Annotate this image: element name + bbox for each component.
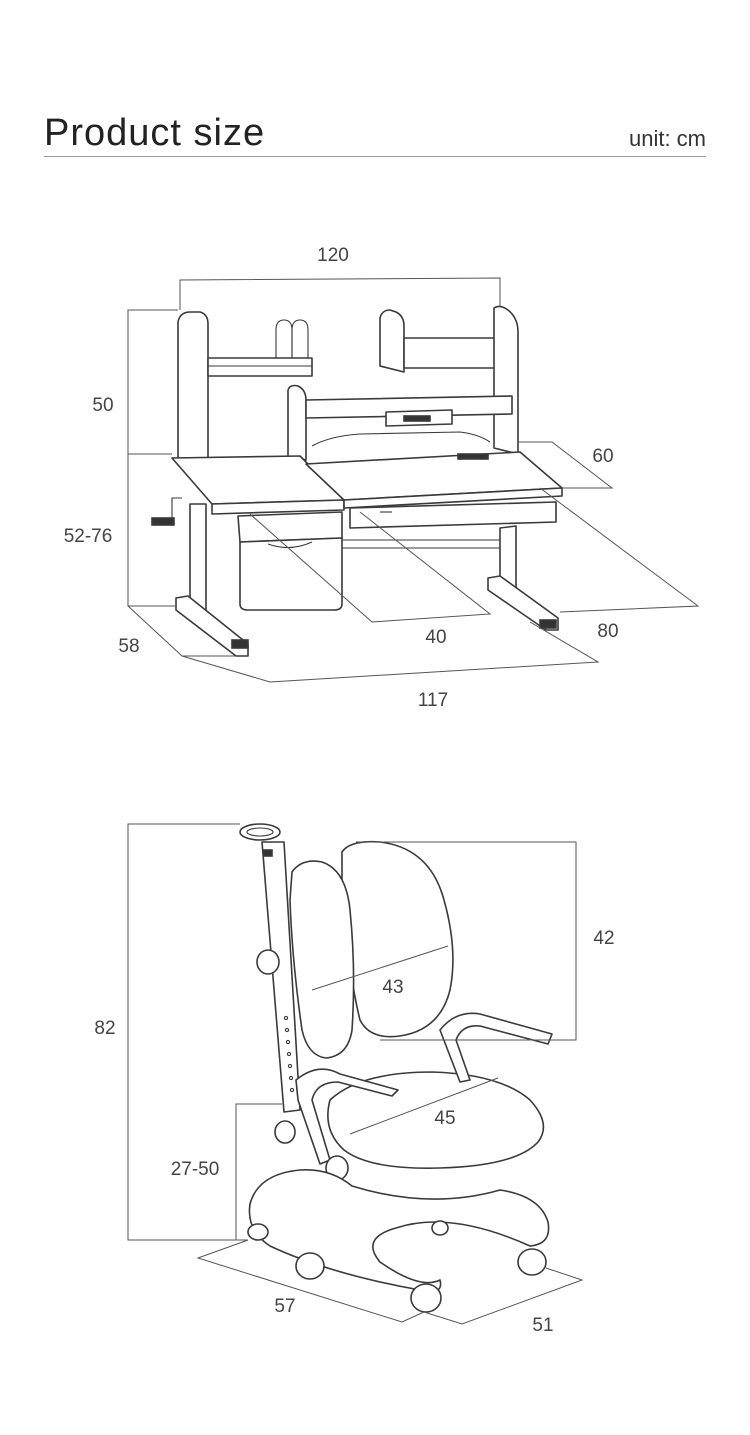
chair-seat-width-label: 45 [434, 1108, 455, 1129]
desk-hutch-height-label: 50 [92, 395, 113, 416]
chair-backrest-height-label: 42 [593, 928, 614, 949]
chair-backrest-width-label: 43 [382, 977, 403, 998]
chair-base-depth-label: 51 [532, 1315, 553, 1336]
page-title: Product size [44, 112, 266, 154]
chair-dimension-lines [127, 823, 584, 1325]
unit-label: unit: cm [628, 126, 706, 151]
desk-drawer-depth-label: 40 [425, 627, 446, 648]
desk-base-width-label: 117 [418, 690, 448, 711]
chair-seat-height-range-label: 27-50 [171, 1159, 220, 1180]
desk-width-top-label: 120 [317, 245, 349, 266]
desk-side-depth-label: 58 [118, 636, 139, 657]
header-divider [44, 156, 706, 157]
desk-desktop-depth-label: 60 [592, 446, 613, 467]
desk-dimension-lines [127, 277, 700, 683]
desk-illustration [151, 305, 563, 657]
desk-total-depth-label: 80 [597, 621, 618, 642]
chair-total-height-label: 82 [94, 1018, 115, 1039]
desk-height-range-label: 52-76 [64, 526, 113, 547]
chair-illustration [239, 823, 553, 1313]
chair-base-width-label: 57 [274, 1296, 295, 1317]
